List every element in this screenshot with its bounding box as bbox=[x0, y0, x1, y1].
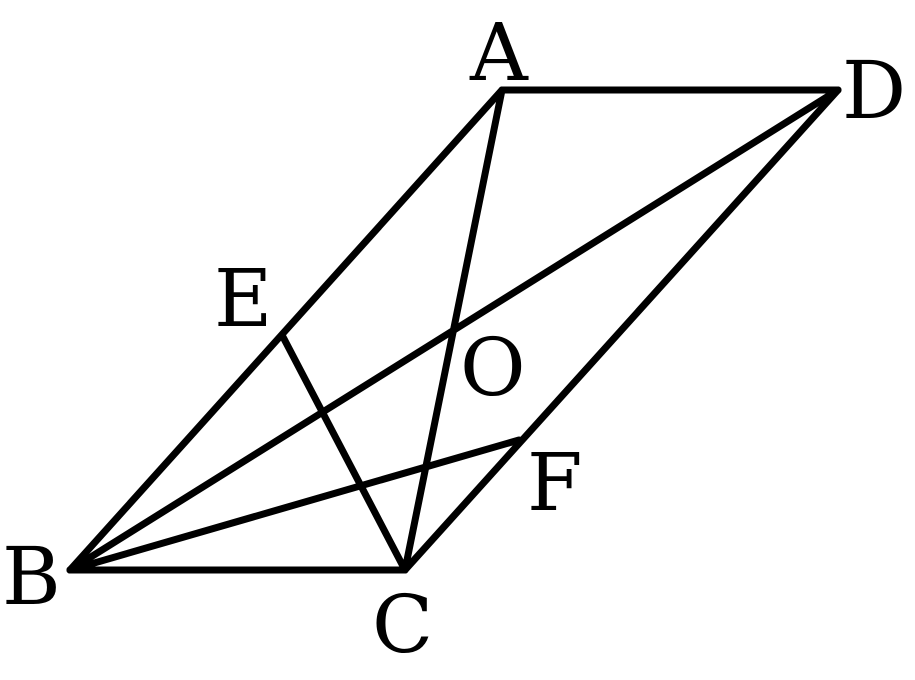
label-D: D bbox=[842, 44, 906, 137]
segment-AB bbox=[66, 86, 506, 574]
label-A: A bbox=[469, 6, 529, 99]
label-O: O bbox=[460, 321, 526, 414]
label-E: E bbox=[214, 252, 272, 345]
segment-EC bbox=[278, 331, 409, 574]
diagonal-AC bbox=[401, 86, 506, 574]
label-F: F bbox=[527, 436, 583, 529]
segment-CD bbox=[401, 86, 842, 574]
segment-BF bbox=[66, 436, 523, 574]
label-B: B bbox=[2, 530, 61, 623]
label-C: C bbox=[372, 578, 433, 671]
